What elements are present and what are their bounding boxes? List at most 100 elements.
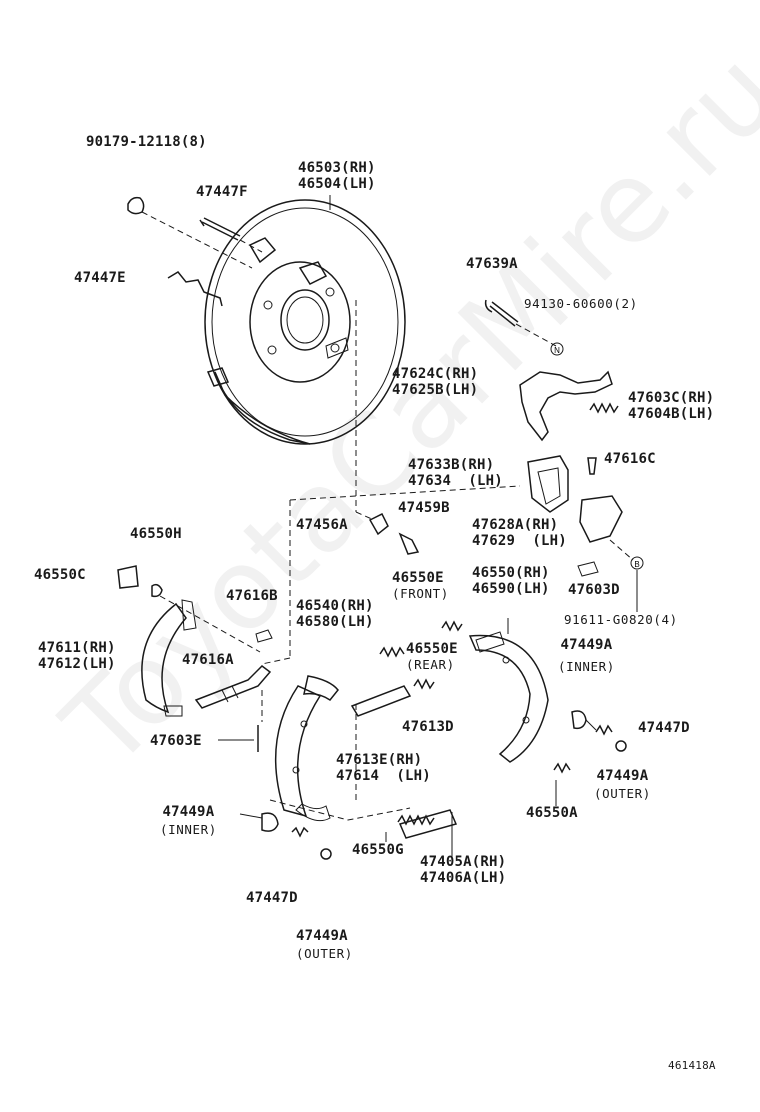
pin-47405a [398,809,458,839]
bolt-90179 [127,196,145,215]
part-number: 47447F [196,184,248,200]
part-number: 46550H [130,526,182,542]
part-number: 94130-60600(2) [524,296,638,311]
part-number: 47449A [162,804,215,820]
part-number: 47616A [182,652,234,668]
part-number: 47449A [560,637,613,653]
spring-46550e-front [379,646,405,658]
marker-b-label: B [634,560,639,569]
spring-47603c [589,402,619,414]
callout-47616c: 47616C [604,451,656,467]
bracket-47447e [167,271,223,307]
callout-47603d: 47603D [568,582,620,598]
callout-47639a: 47639A [466,256,518,272]
part-number: 47406A(LH) [420,870,507,886]
diagram-id: 461418A [668,1059,716,1072]
callout-47603e: 47603E [150,733,202,749]
callout-47628a: 47628A(RH)47629 (LH) [472,517,567,549]
part-number: 47449A [596,768,649,784]
shoe-46540 [274,685,322,818]
callout-90179-12118: 90179-12118(8) [86,134,207,150]
position-note: (INNER) [558,659,615,674]
pin-47616b [255,629,273,643]
adjuster-47613e [350,685,412,717]
callout-47613e: 47613E(RH)47614 (LH) [336,752,431,784]
part-number: 47616B [226,588,278,604]
part-number: 47624C(RH) [392,366,479,382]
callout-47633b: 47633B(RH)47634 (LH) [408,457,503,489]
marker-n [550,342,564,356]
part-number: 47456A [296,517,348,533]
spring-47447d-right [595,724,613,736]
adjuster-47633b [527,455,569,513]
part-number: 46550E [406,641,458,657]
callout-47449a-outer-left: 47449A(OUTER) [296,928,353,962]
retainer-47449a-inner-left [261,812,279,832]
part-number: 47603E [150,733,202,749]
part-number: 46504(LH) [298,176,376,192]
part-number: 46550C [34,567,86,583]
part-number: 47459B [398,500,450,516]
part-number: 47612(LH) [38,656,116,672]
part-number: 47447D [638,720,690,736]
part-number: 47614 (LH) [336,768,431,784]
callout-47449a-inner-left: 47449A (INNER) [160,804,217,838]
spring-46550a [553,762,571,774]
callout-46550g: 46550G [352,842,404,858]
position-note: (OUTER) [594,786,651,801]
spring-47613d [413,678,435,690]
part-number: 47603D [568,582,620,598]
part-number: 47639A [466,256,518,272]
part-number: 47611(RH) [38,640,116,656]
callout-47616a: 47616A [182,652,234,668]
spring-46550e-rear [441,620,463,632]
callout-47449a-outer-right: 47449A (OUTER) [594,768,651,802]
part-number: 46590(LH) [472,581,550,597]
part-number: 46550G [352,842,404,858]
pin-47616c [587,457,597,475]
part-number: 46550A [526,805,578,821]
shoe-47611 [141,602,187,714]
callout-46550: 46550(RH)46590(LH) [472,565,550,597]
callout-47449a-inner-right: 47449A (INNER) [558,637,615,675]
lever-47624c [519,370,613,442]
part-number: 46550(RH) [472,565,550,581]
part-number: 46540(RH) [296,598,374,614]
callout-47447d-right: 47447D [638,720,690,736]
part-number: 90179-12118(8) [86,134,207,150]
retainer-47449a-inner-right [571,710,587,730]
position-note: (REAR) [406,657,455,672]
part-number: 46550E [392,570,444,586]
callout-47611: 47611(RH)47612(LH) [38,640,116,672]
part-number: 47616C [604,451,656,467]
position-note: (INNER) [160,822,217,837]
plug-47459b [398,532,420,555]
callout-94130-60600: 94130-60600(2) [524,296,638,312]
grommet-47456a [368,512,389,536]
part-number: 46580(LH) [296,614,374,630]
callout-46503: 46503(RH)46504(LH) [298,160,376,192]
part-number: 46503(RH) [298,160,376,176]
callout-46540: 46540(RH)46580(LH) [296,598,374,630]
callout-47624c: 47624C(RH)47625B(LH) [392,366,478,398]
marker-n-label: N [554,346,560,355]
bolt-47447f [199,217,241,241]
callout-47616b: 47616B [226,588,278,604]
marker-b [630,556,644,570]
clip-47603d [577,561,599,577]
callout-47456a: 47456A [296,517,348,533]
callout-46550h: 46550H [130,526,182,542]
shoe-46550 [468,634,549,763]
part-number: 47613E(RH) [336,752,423,768]
part-number: 47634 (LH) [408,473,503,489]
washer-46550h [151,583,163,598]
position-note: (OUTER) [296,946,353,961]
callout-46550e-rear: 46550E(REAR) [406,641,458,673]
callout-47447e: 47447E [74,270,126,286]
callout-46550c: 46550C [34,567,86,583]
callout-47447d-left: 47447D [246,890,298,906]
part-number: 47633B(RH) [408,457,495,473]
part-number: 91611-G0820(4) [564,612,678,627]
part-number: 47629 (LH) [472,533,567,549]
